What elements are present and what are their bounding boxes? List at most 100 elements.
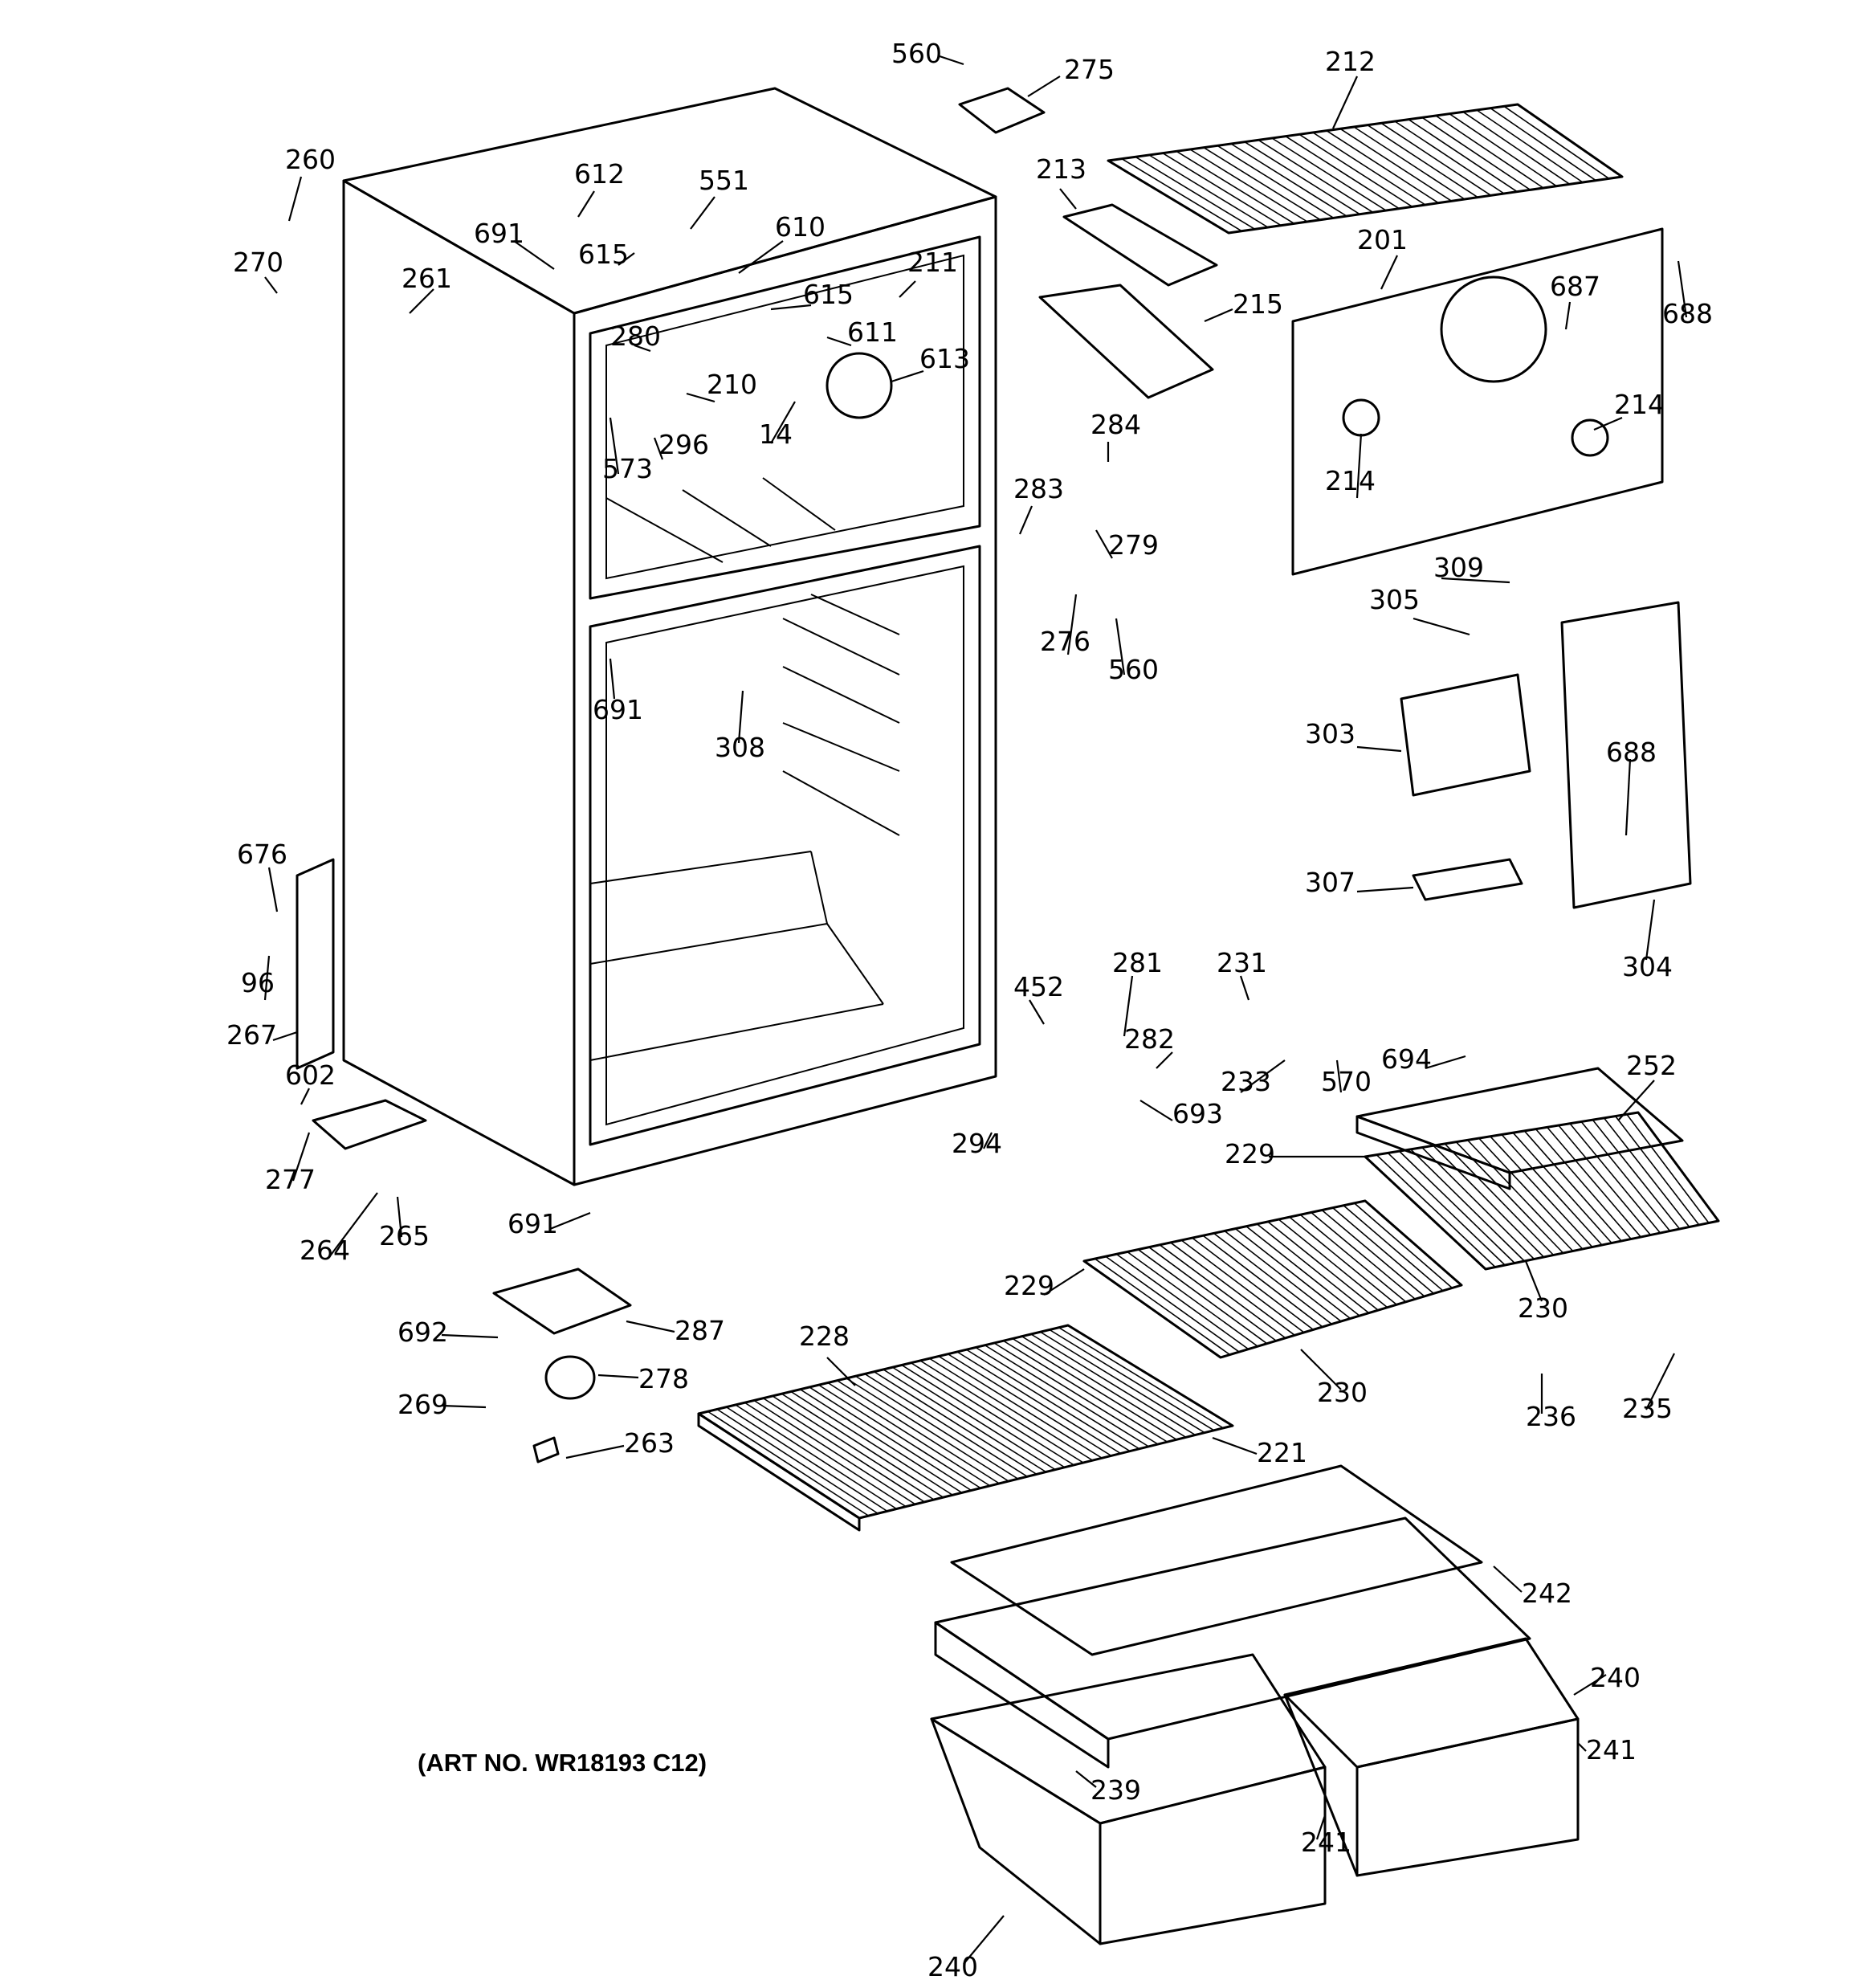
- part-label: 615: [578, 239, 629, 270]
- leader-line: [396, 1196, 403, 1238]
- shelf-wire: [707, 1410, 870, 1517]
- shelf-wire: [1224, 1230, 1342, 1322]
- part-label: 687: [1550, 271, 1600, 302]
- shelf-wire: [1435, 115, 1544, 189]
- shelf-wire: [1267, 1221, 1379, 1311]
- leader-line: [1356, 886, 1414, 893]
- part-label: 213: [1036, 153, 1086, 185]
- shelf-wire: [1170, 1242, 1295, 1336]
- shelf-wire: [1312, 132, 1426, 206]
- shelf-wire: [1410, 1149, 1525, 1262]
- shelf-wire: [938, 1355, 1103, 1459]
- shelf-wire: [1298, 133, 1413, 208]
- part-label: 261: [402, 263, 452, 294]
- leader-line: [826, 336, 852, 347]
- shelf-wire: [1189, 149, 1308, 222]
- part-label: 282: [1124, 1023, 1175, 1055]
- part-label: 296: [658, 429, 709, 460]
- shelf-wire: [1162, 152, 1282, 227]
- shelf-wire: [975, 1346, 1140, 1450]
- shelf-wire: [1234, 1227, 1351, 1320]
- part-label: 691: [508, 1208, 558, 1239]
- leader-line: [609, 658, 616, 700]
- shelf-wire: [1569, 1123, 1661, 1234]
- leader-line: [1577, 1742, 1587, 1752]
- part-label: 214: [1325, 465, 1376, 496]
- ice-bin-215: [1038, 284, 1214, 399]
- shelf-wire: [846, 1378, 1009, 1482]
- crisper-frame: [934, 1517, 1531, 1769]
- leader-line: [1425, 1055, 1466, 1070]
- shelf-wire: [1490, 108, 1596, 182]
- hinge-267: [296, 858, 335, 1070]
- leader-line: [1300, 1349, 1342, 1390]
- shelf-wire: [1049, 1329, 1215, 1431]
- part-label: 241: [1301, 1827, 1351, 1858]
- shelf-wire: [1433, 1145, 1545, 1258]
- leader-line: [565, 1444, 625, 1459]
- leader-line: [409, 288, 434, 314]
- part-label: 275: [1064, 54, 1115, 85]
- damper-307: [1412, 858, 1523, 901]
- wire-shelf-right: [1364, 1111, 1720, 1271]
- cabinet-shell: [342, 87, 997, 1186]
- shelf-wire: [1040, 1331, 1205, 1434]
- shelf-wire: [1137, 1248, 1268, 1345]
- shelf-wire: [763, 1398, 925, 1503]
- leveling-leg-263: [532, 1436, 560, 1463]
- shelf-wire: [1387, 1152, 1506, 1266]
- leader-line: [770, 304, 812, 311]
- part-label: 277: [265, 1164, 316, 1195]
- leader-line: [1332, 76, 1358, 129]
- shelf-wire: [781, 1393, 944, 1498]
- leader-line: [963, 1915, 1005, 1965]
- shelf-wire: [1176, 150, 1295, 225]
- part-label: 287: [675, 1315, 725, 1346]
- crisper-cover-242: [950, 1464, 1483, 1656]
- shelf-wire: [1012, 1337, 1177, 1440]
- leader-line: [549, 1211, 591, 1231]
- part-label: 276: [1040, 626, 1090, 657]
- shelf-wire: [1192, 1237, 1314, 1331]
- part-label: 560: [1108, 654, 1159, 685]
- shelf-wire: [1394, 120, 1505, 194]
- leader-line: [272, 1031, 298, 1042]
- shelf-wire: [1326, 129, 1439, 204]
- leader-line: [1380, 255, 1398, 290]
- part-label: 96: [241, 967, 275, 998]
- shelf-wire: [1202, 1235, 1323, 1328]
- leader-line: [1335, 1059, 1343, 1093]
- part-label: 688: [1606, 737, 1657, 768]
- leader-line: [263, 955, 271, 1001]
- leader-line: [1139, 1100, 1173, 1121]
- shelf-wire: [744, 1402, 907, 1508]
- shelf-wire: [1258, 139, 1374, 214]
- shelf-wire: [1159, 1244, 1286, 1339]
- part-label: 602: [285, 1059, 336, 1091]
- shelf-wire: [1592, 1119, 1681, 1230]
- shelf-wire: [1535, 1129, 1632, 1240]
- shelf-wire: [1127, 1251, 1258, 1347]
- shelf-wire: [1148, 1247, 1277, 1341]
- shelf-wire: [735, 1404, 897, 1510]
- shelf-wire: [1332, 1207, 1434, 1294]
- control-housing-304: [1560, 601, 1692, 909]
- part-label: 281: [1112, 947, 1163, 978]
- leader-line: [328, 1192, 378, 1258]
- leader-line: [1240, 1059, 1286, 1093]
- leader-line: [441, 1333, 499, 1339]
- shelf-wire: [1058, 1327, 1224, 1429]
- part-label: 308: [715, 732, 765, 763]
- shelf-wire: [864, 1373, 1028, 1477]
- shelf-wire: [883, 1369, 1046, 1473]
- leader-lines: [263, 55, 1688, 1965]
- leader-line: [1645, 899, 1656, 961]
- shelf-wire: [1580, 1121, 1671, 1232]
- part-label: 573: [602, 453, 653, 484]
- shelf-wire: [1180, 1239, 1305, 1333]
- shelf-wire: [1501, 1133, 1603, 1246]
- leader-line: [690, 196, 715, 230]
- leader-line: [826, 1357, 856, 1386]
- shelf-wire: [1615, 1116, 1700, 1226]
